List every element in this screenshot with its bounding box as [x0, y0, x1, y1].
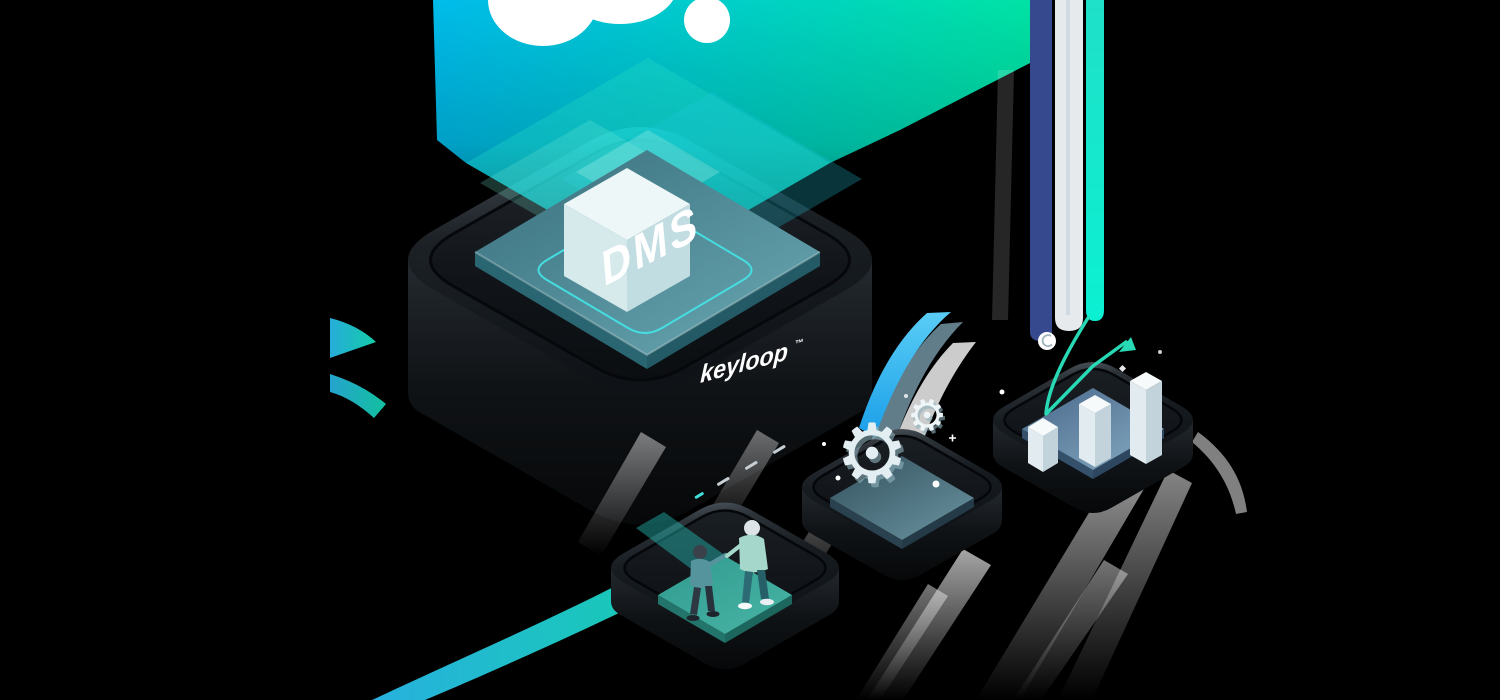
data-streams [992, 0, 1104, 341]
gear-icon-large: ⚙ [835, 409, 909, 500]
gear-icon-large-shadow: ⚙ [838, 413, 912, 504]
bar-chart-icon [1028, 372, 1162, 472]
person-right [725, 520, 774, 610]
module-people [611, 502, 839, 670]
person-left [686, 545, 729, 621]
bar-3 [1130, 372, 1162, 464]
data-stream-navy [1030, 0, 1052, 341]
trend-arrow-icon [1044, 316, 1136, 416]
bar-2 [1079, 395, 1111, 467]
swoosh-left [330, 318, 386, 418]
bar-1 [1028, 418, 1058, 472]
cube-icon [564, 168, 690, 312]
module-analytics [993, 316, 1193, 513]
speed-dashes [694, 445, 786, 499]
people-icon [686, 520, 774, 621]
gear-sparkles [822, 394, 956, 488]
dms-surface: DMS [474, 150, 821, 369]
cloud-icon [488, 0, 730, 46]
data-stream-green [1086, 0, 1104, 321]
keyloop-trademark: ™ [794, 337, 803, 350]
coin-icon [1038, 332, 1056, 350]
